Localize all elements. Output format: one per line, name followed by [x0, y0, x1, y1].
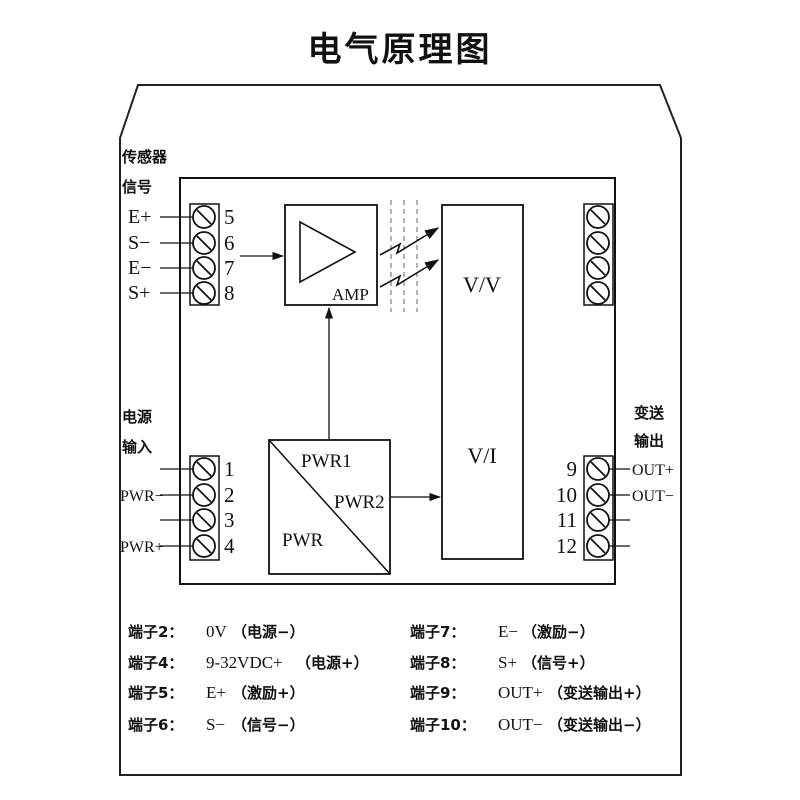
terminal-number: 7	[224, 256, 235, 280]
amp-block: AMP	[284, 204, 378, 306]
vi-label: V/I	[467, 443, 496, 468]
terminal-label: E−	[128, 257, 152, 279]
terminal-screw-icon	[192, 508, 216, 532]
power-block: PWR1 PWR2 PWR	[268, 439, 391, 575]
legend-desc: （激励−）	[522, 623, 595, 641]
legend-value: OUT−	[498, 715, 543, 734]
legend-value: 9-32VDC+	[206, 653, 283, 672]
legend-row: 端子8： S+ （信号+）	[410, 653, 595, 672]
legend-value: E−	[498, 622, 518, 641]
output-label-line1: 变送	[634, 404, 665, 422]
terminal-legend: 端子2： 0V （电源−） 端子4： 9-32VDC+ （电源+） 端子5： E…	[128, 622, 651, 734]
page-title: 电气原理图	[307, 30, 493, 70]
legend-row: 端子2： 0V （电源−）	[128, 622, 305, 641]
upper-right-terminal-block	[583, 203, 614, 306]
terminal-screw-icon	[586, 231, 610, 255]
isolation-barrier	[390, 200, 418, 312]
output-label-line2: 输出	[634, 432, 664, 450]
terminal-screw-icon	[586, 457, 610, 481]
terminal-screw-icon	[586, 508, 610, 532]
terminal-number: 3	[224, 508, 235, 532]
sensor-label-line1: 传感器	[121, 148, 168, 166]
terminal-screw-icon	[586, 256, 610, 280]
legend-value: OUT+	[498, 683, 543, 702]
legend-term: 端子7：	[410, 623, 465, 641]
terminal-label: E+	[128, 206, 152, 228]
legend-desc: （信号−）	[232, 716, 305, 734]
legend-term: 端子4：	[128, 654, 183, 672]
pwr2-label: PWR2	[334, 492, 385, 513]
legend-term: 端子9：	[410, 684, 465, 702]
legend-value: 0V	[206, 622, 228, 641]
legend-term: 端子10：	[410, 716, 476, 734]
sensor-label-line2: 信号	[122, 178, 152, 196]
output-terminal-block: 9 10 11 12 OUT+ OUT−	[556, 455, 674, 561]
legend-row: 端子6： S− （信号−）	[128, 715, 305, 734]
terminal-screw-icon	[192, 205, 216, 229]
legend-desc: （变送输出+）	[548, 684, 651, 702]
power-terminal-block: PWR− PWR+ 1 2 3 4	[120, 455, 235, 561]
terminal-number: 10	[556, 483, 577, 507]
terminal-label: S+	[128, 282, 150, 304]
pwr-label: PWR	[282, 530, 324, 551]
terminal-screw-icon	[192, 256, 216, 280]
legend-row: 端子10： OUT− （变送输出−）	[410, 715, 651, 734]
legend-desc: （信号+）	[522, 654, 595, 672]
coupling-arrow-icon	[379, 259, 440, 288]
sensor-terminal-block: E+ S− E− S+ 5 6 7 8	[128, 203, 235, 306]
module-box	[179, 177, 616, 585]
amp-label: AMP	[332, 285, 369, 304]
terminal-number: 12	[556, 534, 577, 558]
terminal-number: 4	[224, 534, 235, 558]
power-input-label-line1: 电源	[122, 408, 152, 426]
terminal-screw-icon	[192, 483, 216, 507]
terminal-label: OUT+	[632, 462, 674, 479]
legend-term: 端子5：	[128, 684, 183, 702]
legend-value: S−	[206, 715, 225, 734]
terminal-number: 8	[224, 281, 235, 305]
terminal-label: PWR−	[120, 488, 164, 505]
power-input-label-line2: 输入	[122, 438, 152, 456]
legend-row: 端子4： 9-32VDC+ （电源+）	[128, 653, 369, 672]
terminal-label: OUT−	[632, 488, 674, 505]
terminal-screw-icon	[586, 281, 610, 305]
pwr1-label: PWR1	[301, 451, 352, 472]
terminal-label: PWR+	[120, 539, 164, 556]
terminal-screw-icon	[192, 231, 216, 255]
legend-desc: （电源−）	[232, 623, 305, 641]
legend-desc: （电源+）	[296, 654, 369, 672]
housing-outline	[119, 84, 682, 776]
terminal-number: 9	[567, 457, 578, 481]
terminal-screw-icon	[192, 457, 216, 481]
vv-label: V/V	[463, 272, 501, 297]
coupling-arrow-icon	[379, 227, 440, 256]
terminal-screw-icon	[192, 281, 216, 305]
terminal-screw-icon	[586, 534, 610, 558]
legend-value: S+	[498, 653, 517, 672]
legend-desc: （激励+）	[232, 684, 305, 702]
legend-row: 端子7： E− （激励−）	[410, 622, 595, 641]
legend-desc: （变送输出−）	[548, 716, 651, 734]
terminal-screw-icon	[192, 534, 216, 558]
terminal-number: 2	[224, 483, 235, 507]
terminal-screw-icon	[586, 205, 610, 229]
amplifier-icon	[299, 220, 357, 284]
terminal-label: S−	[128, 232, 150, 254]
terminal-number: 6	[224, 231, 235, 255]
converter-block: V/V V/I	[441, 204, 524, 560]
terminal-number: 11	[557, 508, 577, 532]
terminal-screw-icon	[586, 483, 610, 507]
terminal-number: 5	[224, 205, 235, 229]
legend-row: 端子5： E+ （激励+）	[128, 683, 305, 702]
legend-term: 端子6：	[128, 716, 183, 734]
legend-term: 端子8：	[410, 654, 465, 672]
legend-row: 端子9： OUT+ （变送输出+）	[410, 683, 651, 702]
legend-value: E+	[206, 683, 226, 702]
terminal-number: 1	[224, 457, 235, 481]
legend-term: 端子2：	[128, 623, 183, 641]
